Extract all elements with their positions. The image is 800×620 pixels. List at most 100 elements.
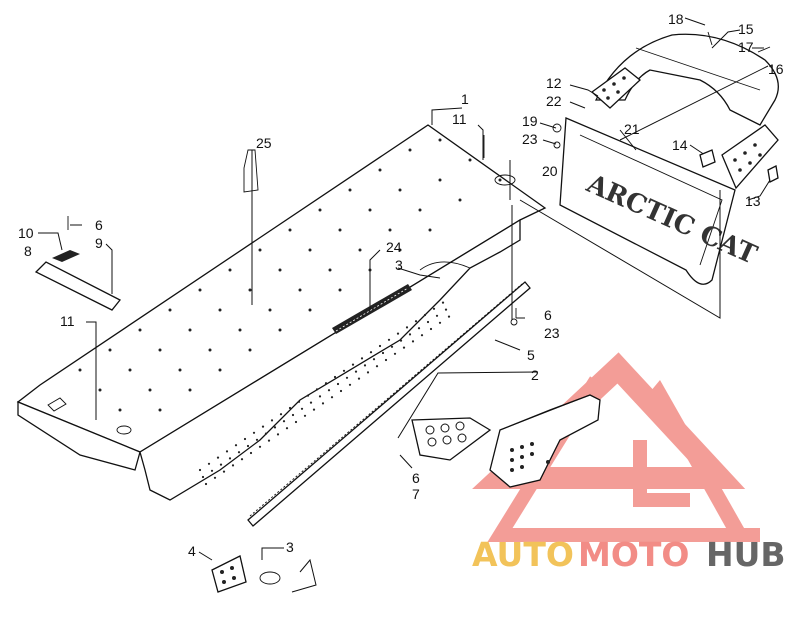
rivet-hole — [225, 450, 229, 453]
rivet-hole — [255, 438, 259, 441]
rivet-hole — [369, 351, 373, 354]
rivet-hole — [158, 408, 162, 412]
rivet-hole — [297, 400, 301, 403]
rivet-hole — [390, 345, 394, 348]
rivet-hole — [249, 451, 253, 455]
bumper-bracket — [489, 394, 601, 488]
rivet-hole — [228, 268, 232, 272]
rivet-hole — [336, 382, 340, 386]
rivet-hole — [402, 346, 406, 349]
hitch-plate — [211, 555, 281, 593]
rail-strip — [247, 281, 531, 527]
rivet-hole — [128, 368, 132, 372]
rivet-hole — [345, 376, 349, 379]
callout-18: 18 — [668, 11, 684, 27]
callout-16: 16 — [768, 61, 784, 77]
rivet-hole — [207, 462, 211, 465]
watermark-text: AUTO MOTO HUB — [472, 535, 786, 574]
rivet-hole — [258, 445, 262, 448]
rivet-hole — [306, 394, 310, 397]
rivet-hole — [375, 365, 379, 368]
rivet-hole — [258, 248, 262, 252]
rivet-hole — [188, 328, 192, 332]
rivet-hole — [231, 464, 235, 467]
rivet-hole — [298, 288, 302, 292]
rivet-hole — [398, 188, 402, 192]
callout-22: 22 — [546, 93, 562, 109]
rivet-hole — [158, 348, 162, 352]
callout-12: 12 — [546, 75, 562, 91]
callout-17: 17 — [738, 39, 754, 55]
rivet-hole — [423, 313, 427, 317]
watermark-hub: HUB — [706, 535, 786, 574]
rivet-hole — [435, 314, 439, 317]
rivet-hole — [339, 389, 343, 393]
rivet-hole — [441, 301, 445, 304]
rivet-hole — [213, 476, 217, 479]
rivet-hole — [78, 368, 82, 372]
rivet-hole — [188, 388, 192, 392]
rivet-hole — [428, 228, 432, 232]
rivet-hole — [381, 351, 385, 355]
rivet-hole — [219, 463, 223, 466]
rivet-hole — [318, 208, 322, 212]
rivet-hole — [198, 288, 202, 292]
rivet-hole — [378, 344, 382, 348]
callout-9: 9 — [95, 235, 103, 251]
rivet-hole — [396, 332, 400, 335]
callout-20: 20 — [542, 163, 558, 179]
rivet-hole — [178, 368, 182, 372]
rivet-hole — [366, 371, 370, 374]
leader-lines — [38, 17, 771, 593]
rivet-hole — [315, 388, 319, 391]
callout-3: 3 — [395, 257, 403, 273]
callout-14: 14 — [672, 137, 688, 153]
rivet-hole — [354, 370, 358, 373]
bracket-left — [34, 250, 122, 311]
rivet-hole — [198, 468, 202, 472]
rivet-hole — [252, 431, 256, 434]
rivet-holes — [78, 138, 502, 486]
rivet-hole — [418, 208, 422, 212]
rivet-hole — [420, 334, 424, 337]
rivet-hole — [351, 363, 355, 366]
rivet-hole — [300, 407, 304, 410]
rivet-hole — [278, 328, 282, 332]
callout-labels: 1 11 25 10 8 6 9 11 24 3 5 6 23 2 6 7 4 … — [18, 11, 784, 559]
rivet-hole — [210, 469, 214, 472]
rivet-hole — [267, 439, 271, 442]
rivet-hole — [338, 228, 342, 232]
watermark-moto: MOTO — [578, 535, 689, 574]
rivet-hole — [118, 408, 122, 412]
rivet-hole — [417, 327, 421, 330]
callout-23: 23 — [544, 325, 560, 341]
rivet-hole — [327, 389, 331, 392]
rivet-hole — [378, 168, 382, 172]
rivet-hole — [240, 458, 244, 461]
rivet-hole — [282, 420, 286, 423]
rivet-hole — [208, 348, 212, 352]
callout-7: 7 — [412, 486, 420, 502]
rivet-hole — [248, 288, 252, 292]
callout-25: 25 — [256, 135, 272, 151]
rivet-hole — [288, 228, 292, 232]
callout-3: 3 — [286, 539, 294, 555]
rivet-hole — [308, 308, 312, 312]
rivet-hole — [291, 413, 295, 417]
rivet-hole — [270, 419, 274, 422]
rivet-hole — [357, 377, 361, 380]
rivet-hole — [285, 427, 289, 430]
rivet-hole — [438, 138, 442, 142]
fasteners — [67, 31, 779, 326]
rivet-hole — [321, 402, 325, 405]
rivet-hole — [303, 414, 307, 417]
rivet-hole — [324, 382, 328, 385]
rivet-hole — [98, 388, 102, 392]
rivet-hole — [447, 315, 451, 318]
callout-8: 8 — [24, 243, 32, 259]
rivet-hole — [261, 425, 265, 428]
rivet-hole — [388, 228, 392, 232]
rivet-hole — [309, 401, 313, 404]
rivet-hole — [411, 340, 415, 343]
